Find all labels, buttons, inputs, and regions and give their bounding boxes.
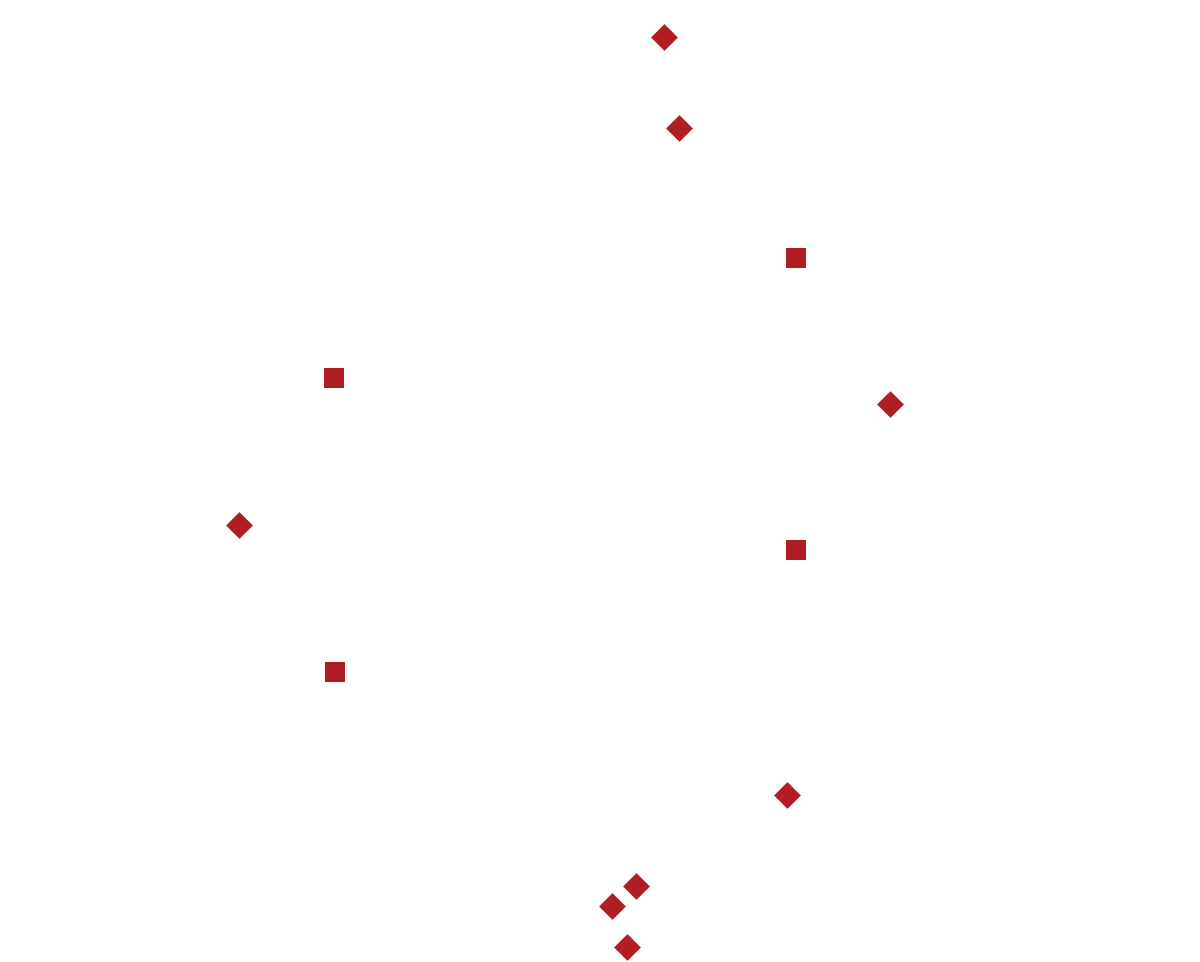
- square-marker-1: [786, 248, 806, 268]
- square-marker-3: [786, 540, 806, 560]
- diamond-marker-1: [650, 23, 678, 51]
- diamond-marker-4: [225, 511, 253, 539]
- diamond-marker-2: [665, 114, 693, 142]
- diamond-marker-3: [876, 390, 904, 418]
- square-marker-2: [324, 368, 344, 388]
- diamond-marker-6: [622, 872, 650, 900]
- diamond-marker-5: [773, 781, 801, 809]
- diamond-marker-8: [613, 933, 641, 961]
- square-marker-4: [325, 662, 345, 682]
- diamond-marker-7: [598, 892, 626, 920]
